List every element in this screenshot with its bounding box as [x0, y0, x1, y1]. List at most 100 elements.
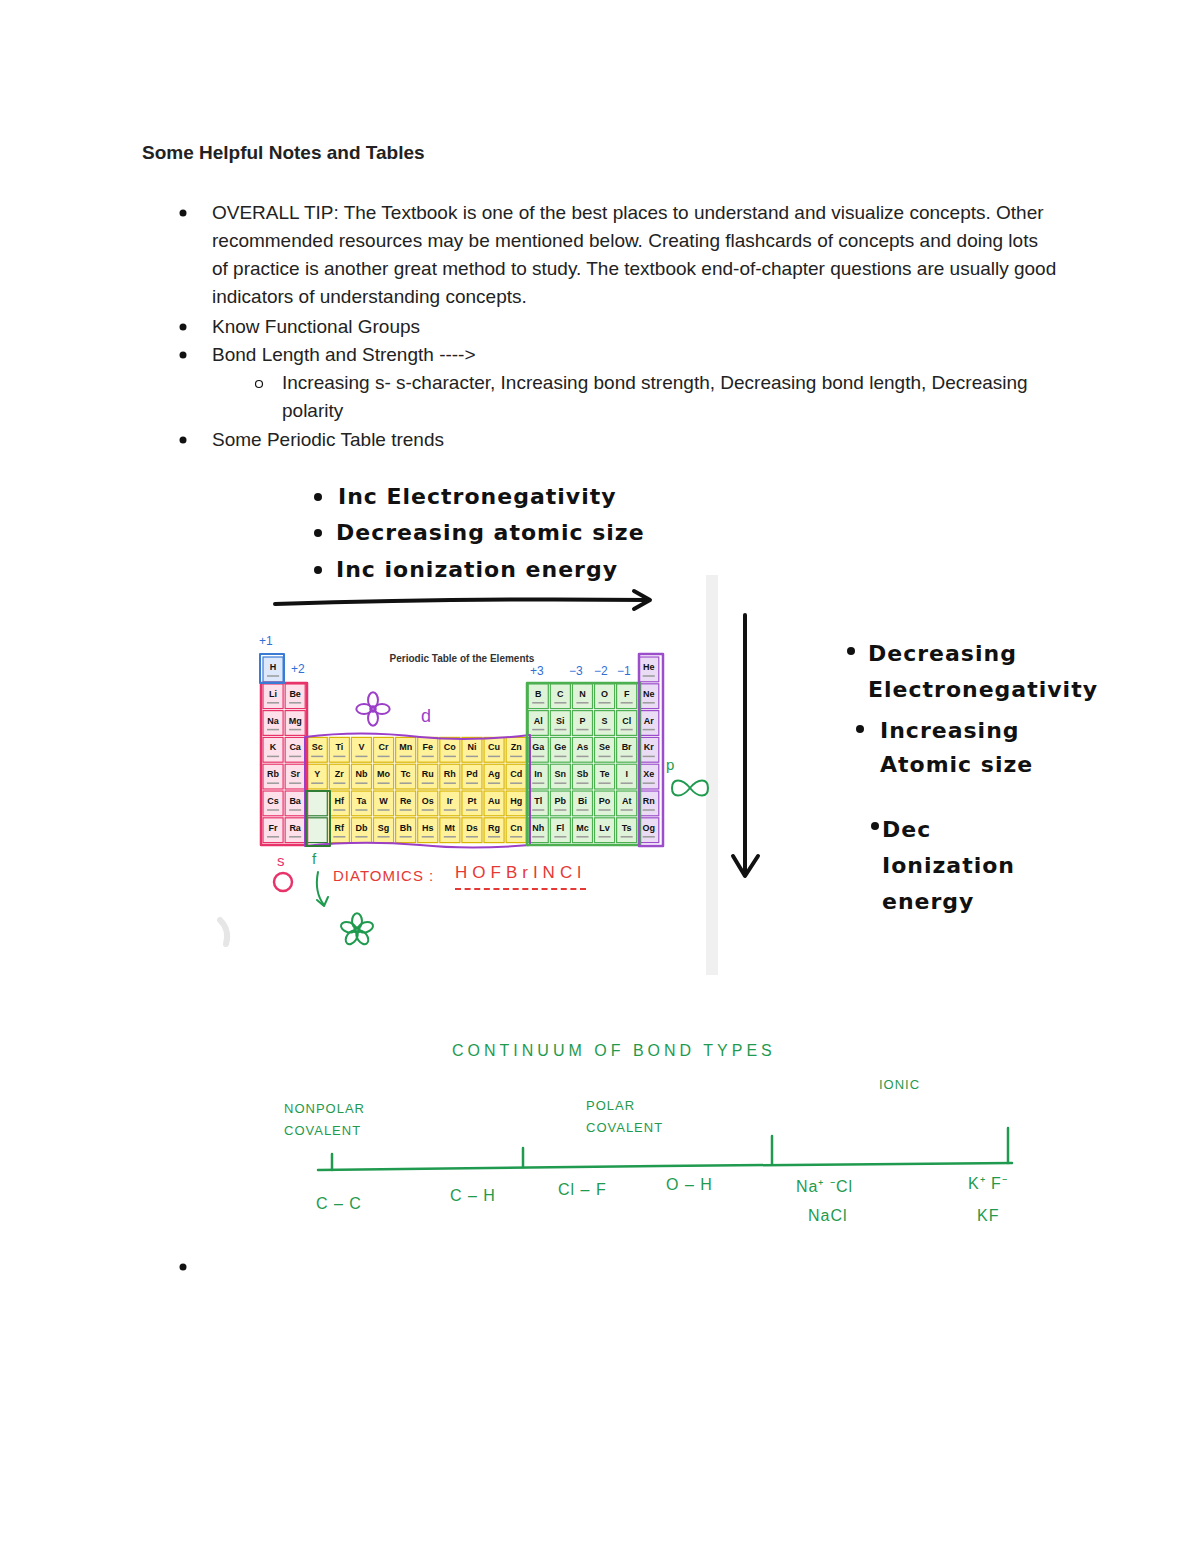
element-symbol: Mn [395, 742, 417, 752]
charge-note: −1 [617, 657, 631, 685]
element-symbol: Og [638, 823, 660, 833]
element-symbol: Cu [483, 742, 505, 752]
element-symbol: Cn [505, 823, 527, 833]
element-symbol: Sb [571, 769, 593, 779]
element-symbol: At [616, 796, 638, 806]
element-symbol: Y [306, 769, 328, 779]
element-detail [267, 675, 279, 677]
element-detail [289, 836, 301, 838]
element-symbol: Tl [527, 796, 549, 806]
element-symbol: Mg [284, 716, 306, 726]
element-symbol: Rn [638, 796, 660, 806]
bond-example: KF [977, 1207, 999, 1225]
element-detail [400, 836, 412, 838]
element-detail [400, 756, 412, 758]
element-detail [510, 836, 522, 838]
element-symbol: S [594, 716, 616, 726]
element-detail [621, 809, 633, 811]
element-cell [484, 737, 504, 762]
element-symbol: Fe [417, 742, 439, 752]
element-symbol: Ds [461, 823, 483, 833]
element-symbol: F [616, 689, 638, 699]
element-symbol: Ti [328, 742, 350, 752]
element-detail [311, 782, 323, 784]
note-text: OVERALL TIP: The Textbook is one of the … [212, 199, 1057, 311]
element-detail [378, 782, 390, 784]
element-symbol: Ar [638, 716, 660, 726]
element-cell [263, 818, 283, 843]
element-cell [595, 818, 615, 843]
element-detail [378, 809, 390, 811]
element-symbol: Nh [527, 823, 549, 833]
element-cell [374, 737, 394, 762]
element-symbol: Sr [284, 769, 306, 779]
bullet-dot [180, 324, 187, 331]
continuum-tick [522, 1148, 525, 1167]
trend-note: Decreasing atomic size [336, 518, 645, 548]
element-cell [263, 684, 283, 709]
element-symbol: Ag [483, 769, 505, 779]
charge-note: +3 [530, 657, 544, 685]
element-symbol: Rb [262, 769, 284, 779]
element-detail [466, 836, 478, 838]
element-detail [355, 836, 367, 838]
element-symbol: Na [262, 716, 284, 726]
element-detail [576, 702, 588, 704]
element-detail [554, 702, 566, 704]
continuum-line [318, 1163, 1012, 1170]
element-cell [263, 764, 283, 789]
element-detail [621, 756, 633, 758]
element-symbol: Zn [505, 742, 527, 752]
element-symbol: Ru [417, 769, 439, 779]
element-symbol: B [527, 689, 549, 699]
element-detail [643, 756, 655, 758]
s-block-outline [261, 683, 307, 845]
page-title: Some Helpful Notes and Tables [142, 139, 425, 167]
element-symbol: V [350, 742, 372, 752]
bond-example: Na⁺ ⁻Cl [796, 1175, 853, 1197]
element-symbol: Sc [306, 742, 328, 752]
element-detail [532, 809, 544, 811]
element-detail [289, 782, 301, 784]
element-symbol: Co [439, 742, 461, 752]
flower-doodle [340, 913, 375, 946]
element-detail [576, 782, 588, 784]
element-detail [643, 809, 655, 811]
element-symbol: Pt [461, 796, 483, 806]
trend-note: Decreasing Electronegativity [868, 636, 1118, 708]
element-detail [333, 809, 345, 811]
element-detail [576, 729, 588, 731]
element-symbol: Re [395, 796, 417, 806]
element-detail [599, 729, 611, 731]
charge-note: −3 [569, 657, 583, 685]
element-symbol: Tc [395, 769, 417, 779]
trend-note: Dec Ionization energy [882, 812, 1057, 920]
diatomics-label: DIATOMICS : [333, 862, 434, 890]
element-symbol: Hg [505, 796, 527, 806]
element-detail [267, 756, 279, 758]
element-symbol: Cd [505, 769, 527, 779]
element-symbol: Ra [284, 823, 306, 833]
element-detail [355, 782, 367, 784]
element-cell [484, 791, 504, 816]
bullet-dot [847, 647, 855, 655]
sub-bullet [256, 381, 263, 388]
element-detail [422, 756, 434, 758]
note-text: Bond Length and Strength ----> [212, 341, 476, 369]
infinity-doodle [672, 781, 708, 796]
bond-example: NaCl [808, 1207, 848, 1225]
trend-arrow [743, 615, 747, 872]
element-symbol: Te [594, 769, 616, 779]
element-cell [595, 791, 615, 816]
element-symbol: Al [527, 716, 549, 726]
element-detail [400, 809, 412, 811]
element-symbol: Pd [461, 769, 483, 779]
element-detail [599, 756, 611, 758]
element-detail [621, 782, 633, 784]
element-cell [595, 684, 615, 709]
flower-doodle [356, 692, 389, 725]
element-detail [621, 836, 633, 838]
element-cell [307, 791, 327, 816]
element-symbol: Ir [439, 796, 461, 806]
element-detail [554, 809, 566, 811]
